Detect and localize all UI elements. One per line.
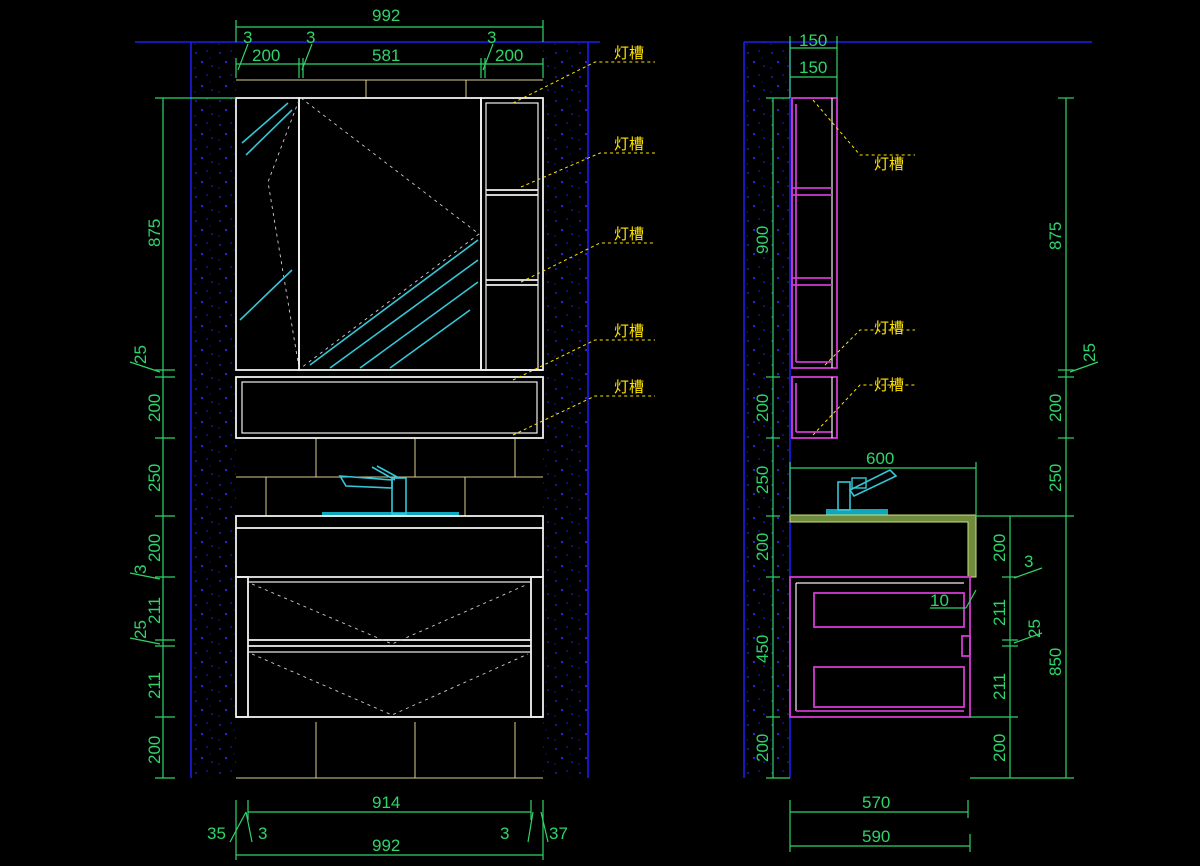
light-box-inner bbox=[241, 381, 538, 434]
dim-side-right-floor-gap: 200 bbox=[990, 734, 1009, 762]
faucet bbox=[322, 465, 459, 517]
dim-front-gap-25-b: 25 bbox=[131, 620, 150, 639]
dim-front-gap-mid: 3 bbox=[306, 28, 315, 47]
side-faucet bbox=[826, 469, 898, 515]
dim-side-right-drawer-2: 211 bbox=[990, 673, 1009, 700]
dim-side-right-vanity-total: 850 bbox=[1046, 648, 1065, 676]
front-light-slot-callouts: 灯槽 灯槽 灯槽 灯槽 灯槽 bbox=[512, 44, 655, 436]
dim-front-middle: 581 bbox=[372, 46, 400, 65]
light-slot-label-side-1: 灯槽 bbox=[874, 155, 904, 173]
light-slot-label-front-2: 灯槽 bbox=[614, 135, 644, 153]
dim-front-gap-3: 3 bbox=[131, 565, 150, 574]
side-wall-hatch bbox=[744, 42, 790, 778]
wall-right-hatch bbox=[543, 42, 588, 778]
dim-side-light-box: 200 bbox=[753, 394, 772, 422]
dim-front-left: 200 bbox=[252, 46, 280, 65]
side-right-dimensions: 875 25 200 250 200 3 211 25 850 211 200 bbox=[970, 97, 1099, 779]
dim-front-left-offset: 35 bbox=[207, 824, 226, 843]
dim-side-vanity-depth: 570 bbox=[862, 793, 890, 812]
dim-front-left-gap: 3 bbox=[258, 824, 267, 843]
dim-front-gap-right: 3 bbox=[487, 28, 496, 47]
front-view: 992 3 3 3 200 581 200 875 25 200 bbox=[129, 6, 655, 860]
light-slot-label-front-1: 灯槽 bbox=[614, 44, 644, 62]
dim-side-cabinet: 450 bbox=[753, 635, 772, 663]
dim-side-top-2: 150 bbox=[799, 58, 827, 77]
side-left-dimensions: 900 200 250 200 450 200 bbox=[753, 97, 790, 779]
dim-side-top-1: 150 bbox=[799, 31, 827, 50]
front-top-dimensions: 992 3 3 3 200 581 200 bbox=[235, 6, 544, 78]
dim-front-floor-gap: 200 bbox=[145, 736, 164, 764]
side-view: 150 150 900 200 250 200 450 200 bbox=[743, 31, 1099, 852]
dim-side-counter-depth: 600 bbox=[866, 449, 894, 468]
dim-front-gap-25-a: 25 bbox=[131, 345, 150, 364]
dim-side-right-gap-3: 3 bbox=[1024, 552, 1033, 571]
dim-side-right-gap-25-b: 25 bbox=[1025, 619, 1044, 638]
dim-front-light-box: 200 bbox=[145, 394, 164, 422]
light-slot-label-front-3: 灯槽 bbox=[614, 225, 644, 243]
dim-front-drawer-1: 211 bbox=[145, 597, 164, 624]
dim-front-counter: 200 bbox=[145, 534, 164, 562]
side-light-slot-callouts: 灯槽 灯槽 灯槽 bbox=[812, 99, 915, 436]
dim-side-right-light-box: 200 bbox=[1046, 394, 1065, 422]
dim-front-right-gap: 3 bbox=[500, 824, 509, 843]
dim-front-inner-width: 914 bbox=[372, 793, 400, 812]
dim-front-right: 200 bbox=[495, 46, 523, 65]
dim-side-backsplash: 250 bbox=[753, 466, 772, 494]
dim-front-mirror-height: 875 bbox=[145, 219, 164, 247]
side-mirror-cabinet bbox=[791, 97, 838, 439]
dim-side-mirror-height: 900 bbox=[753, 226, 772, 254]
dim-side-gap-10: 10 bbox=[930, 591, 949, 610]
side-counter-dimensions: 600 10 bbox=[789, 449, 977, 610]
dim-side-right-drawer-1: 211 bbox=[990, 599, 1009, 626]
dim-side-counter: 200 bbox=[753, 533, 772, 561]
light-slot-label-front-5: 灯槽 bbox=[614, 378, 644, 396]
side-top-dimensions: 150 150 bbox=[789, 31, 838, 98]
dim-side-overall-depth: 590 bbox=[862, 827, 890, 846]
dim-front-overall: 992 bbox=[372, 6, 400, 25]
dim-front-bottom-overall: 992 bbox=[372, 836, 400, 855]
dim-side-floor-gap: 200 bbox=[753, 734, 772, 762]
side-countertop bbox=[789, 514, 977, 578]
dim-front-right-offset: 37 bbox=[549, 824, 568, 843]
dim-front-backsplash: 250 bbox=[145, 464, 164, 492]
tile-grid bbox=[236, 79, 543, 779]
light-slot-label-side-2: 灯槽 bbox=[874, 319, 904, 337]
dim-side-right-gap-25: 25 bbox=[1080, 343, 1099, 362]
dim-side-right-backsplash: 250 bbox=[1046, 464, 1065, 492]
dim-front-drawer-2: 211 bbox=[145, 672, 164, 699]
dim-side-right-mirror: 875 bbox=[1046, 222, 1065, 250]
dim-front-gap-left: 3 bbox=[243, 28, 252, 47]
front-bottom-dimensions: 914 992 35 3 3 37 bbox=[207, 793, 568, 860]
wall-left-hatch bbox=[191, 42, 236, 778]
front-left-dimensions: 875 25 200 250 200 3 211 25 211 200 bbox=[129, 97, 236, 779]
dim-side-right-counter: 200 bbox=[990, 534, 1009, 562]
light-slot-label-side-3: 灯槽 bbox=[874, 376, 904, 394]
mirror-cabinet bbox=[235, 97, 544, 371]
side-bottom-dimensions: 570 590 bbox=[789, 793, 971, 852]
light-slot-label-front-4: 灯槽 bbox=[614, 322, 644, 340]
light-box bbox=[235, 376, 544, 439]
side-vanity bbox=[789, 576, 971, 718]
vanity bbox=[235, 515, 544, 718]
